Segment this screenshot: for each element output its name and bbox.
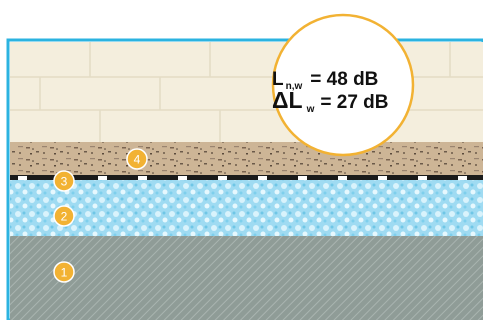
impact-sound-symbol: L — [272, 69, 284, 90]
svg-text:4: 4 — [134, 153, 141, 167]
reduction-value: = 27 dB — [320, 92, 388, 113]
screed-layer — [10, 142, 483, 175]
layer-marker-1: 1 — [53, 261, 75, 283]
impact-sound-value: = 48 dB — [310, 69, 378, 90]
svg-text:3: 3 — [61, 175, 68, 189]
membrane-layer — [10, 175, 483, 180]
membrane-gap — [138, 176, 147, 180]
reduction-symbol: ΔL — [272, 87, 303, 113]
concrete-layer — [10, 236, 483, 320]
svg-text:1: 1 — [61, 266, 68, 280]
membrane-gap — [378, 176, 387, 180]
membrane-gap — [458, 176, 467, 180]
reduction-subscript: w — [306, 104, 315, 115]
layer-marker-3: 3 — [53, 170, 75, 192]
membrane-gap — [178, 176, 187, 180]
layer-marker-2: 2 — [53, 205, 75, 227]
membrane-gap — [338, 176, 347, 180]
insulation-layer — [10, 180, 483, 236]
svg-text:2: 2 — [61, 210, 68, 224]
membrane-gap — [18, 176, 27, 180]
membrane-gap — [98, 176, 107, 180]
membrane-gap — [418, 176, 427, 180]
membrane-gap — [258, 176, 267, 180]
layer-marker-4: 4 — [126, 148, 148, 170]
impact-sound-subscript: n,w — [286, 81, 303, 92]
membrane-gap — [298, 176, 307, 180]
membrane-gap — [218, 176, 227, 180]
